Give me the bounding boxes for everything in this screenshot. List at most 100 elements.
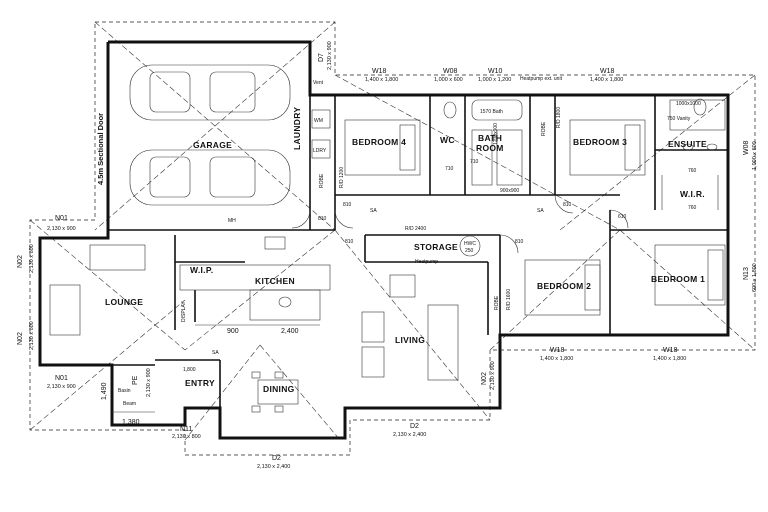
room-label-lounge: LOUNGE	[105, 297, 143, 307]
heatpump-ext-unit-label: Heatpump ext. unit	[520, 76, 563, 82]
window-d2-right-code: D2	[410, 423, 419, 430]
beam-label: Beam	[123, 401, 136, 407]
window-w08-b-size: 1,000 x 600	[752, 141, 758, 170]
room-label-garage: GARAGE	[193, 140, 232, 150]
heatpump-label: Heatpump	[415, 259, 438, 265]
dim-900: 900	[227, 328, 239, 335]
window-d2-right-size: 2,130 x 2,400	[393, 432, 426, 438]
window-d7-code: D7	[318, 53, 325, 62]
window-labels: D7 2,130 x 900 W18 1,400 x 1,800 W08 1,0…	[17, 41, 758, 470]
window-w08-b-code: W08	[743, 141, 750, 156]
room-label-wip: W.I.P.	[190, 265, 213, 275]
window-w18-c-size: 1,400 x 1,800	[540, 356, 573, 362]
room-label-hwc-1: HWC	[464, 241, 476, 247]
basin-label: Basin	[118, 388, 131, 394]
room-label-wir: W.I.R.	[680, 189, 705, 199]
dim-710-b: 710	[470, 159, 479, 165]
window-n02-right-code: N02	[481, 372, 488, 385]
dim-810-c: 810	[345, 239, 354, 245]
room-label-display: DISPLAY	[181, 301, 187, 322]
robe-label-bedroom-3: ROBE	[541, 121, 547, 136]
dim-760-a: 760	[688, 168, 697, 174]
rd-1600: R/D 1600	[506, 289, 512, 310]
vanity-1000-label: 1000x1000	[676, 101, 701, 107]
window-w18-a-size: 1,400 x 1,800	[365, 77, 398, 83]
window-w18-b-size: 1,400 x 1,800	[590, 77, 623, 83]
window-n11-code: N11	[180, 426, 192, 433]
dim-810-a: 810	[343, 202, 352, 208]
dim-1380: 1,380	[122, 419, 140, 426]
window-n02-bottom-code: N02	[17, 332, 24, 345]
window-w10-code: W10	[488, 68, 503, 75]
window-n11-size: 2,130 x 800	[172, 434, 201, 440]
sectional-door-label: 4.5m Sectional Door	[96, 113, 105, 185]
rd-2400: R/D 2400	[405, 226, 426, 232]
room-label-bedroom-1: BEDROOM 1	[651, 274, 705, 284]
window-pe-size: 2,130 x 900	[146, 368, 152, 397]
pe-label: PE	[132, 375, 139, 385]
sa-lounge: SA	[212, 350, 219, 356]
room-label-ensuite: ENSUITE	[668, 139, 707, 149]
shower-1200-label: 1200x900	[493, 123, 499, 145]
dim-810-b: 810	[563, 202, 572, 208]
window-n13-code: N13	[743, 267, 750, 280]
room-label-bedroom-3: BEDROOM 3	[573, 137, 627, 147]
window-w18-c-code: W18	[550, 347, 565, 354]
room-label-wc: WC	[440, 135, 455, 145]
sa-hall: SA	[537, 208, 544, 214]
room-label-hwc-2: 250	[465, 248, 474, 254]
room-label-kitchen: KITCHEN	[255, 276, 295, 286]
wm-label: WM	[314, 118, 323, 124]
room-label-bedroom-4: BEDROOM 4	[352, 137, 406, 147]
rd-1800: R/D 1800	[556, 107, 562, 128]
site-boundary	[29, 21, 756, 456]
window-w10-size: 1,000 x 1,200	[478, 77, 511, 83]
window-w08-a-size: 1,000 x 600	[434, 77, 463, 83]
dim-760-b: 760	[688, 205, 697, 211]
dim-1800-entry: 1,800	[183, 367, 196, 373]
window-n02-top-code: N02	[17, 255, 24, 268]
room-label-storage: STORAGE	[414, 242, 458, 252]
exterior-walls	[38, 40, 730, 440]
rd-1200: R/D 1200	[339, 167, 345, 188]
window-n02-top-size: 2,130 x 800	[29, 244, 35, 273]
window-n02-right-size: 2,130 x 900	[490, 361, 496, 390]
room-label-laundry: LAUNDRY	[292, 107, 302, 150]
bath-1570-label: 1570 Bath	[480, 109, 503, 115]
vanity-750-label: 750 Vanity	[667, 116, 691, 122]
window-w18-d-code: W18	[663, 347, 678, 354]
room-label-bedroom-2: BEDROOM 2	[537, 281, 591, 291]
window-n01-bottom-code: N01	[55, 375, 68, 382]
ldry-label: LDRY	[313, 148, 327, 154]
room-label-dining: DINING	[263, 384, 295, 394]
dim-810-d: 810	[515, 239, 524, 245]
robe-label-bedroom-2: ROBE	[494, 295, 500, 310]
dim-810-e: 810	[318, 216, 327, 222]
dimension-labels: 900 2,400 1,380 1,490 1,800 760 760 710 …	[101, 80, 701, 426]
dim-610: 610	[618, 214, 627, 220]
robe-label-garage: ROBE	[319, 173, 325, 188]
dim-2400: 2,400	[281, 328, 299, 335]
room-labels: GARAGE LAUNDRY BEDROOM 4 WC BATH ROOM BE…	[96, 107, 707, 394]
window-w18-b-code: W18	[600, 68, 615, 75]
window-n01-top-code: N01	[55, 215, 68, 222]
window-n13-size: 600 x 1,800	[752, 263, 758, 292]
room-label-entry: ENTRY	[185, 378, 215, 388]
room-label-living: LIVING	[395, 335, 425, 345]
window-w18-d-size: 1,400 x 1,800	[653, 356, 686, 362]
sa-garage: SA	[370, 208, 377, 214]
dim-710-a: 710	[445, 166, 454, 172]
room-label-bathroom-1: BATH	[478, 133, 502, 143]
window-n02-bottom-size: 2,130 x 800	[29, 321, 35, 350]
interior-walls	[108, 95, 728, 408]
window-n01-top-size: 2,130 x 900	[47, 226, 76, 232]
window-w18-a-code: W18	[372, 68, 387, 75]
window-n01-bottom-size: 2,130 x 900	[47, 384, 76, 390]
furniture	[49, 64, 726, 413]
window-w08-a-code: W08	[443, 68, 458, 75]
window-d7-size: 2,130 x 900	[327, 41, 333, 70]
dim-1490: 1,490	[101, 382, 108, 400]
vent-label: Vent	[313, 80, 324, 86]
window-d2-bottom-code: D2	[272, 455, 281, 462]
